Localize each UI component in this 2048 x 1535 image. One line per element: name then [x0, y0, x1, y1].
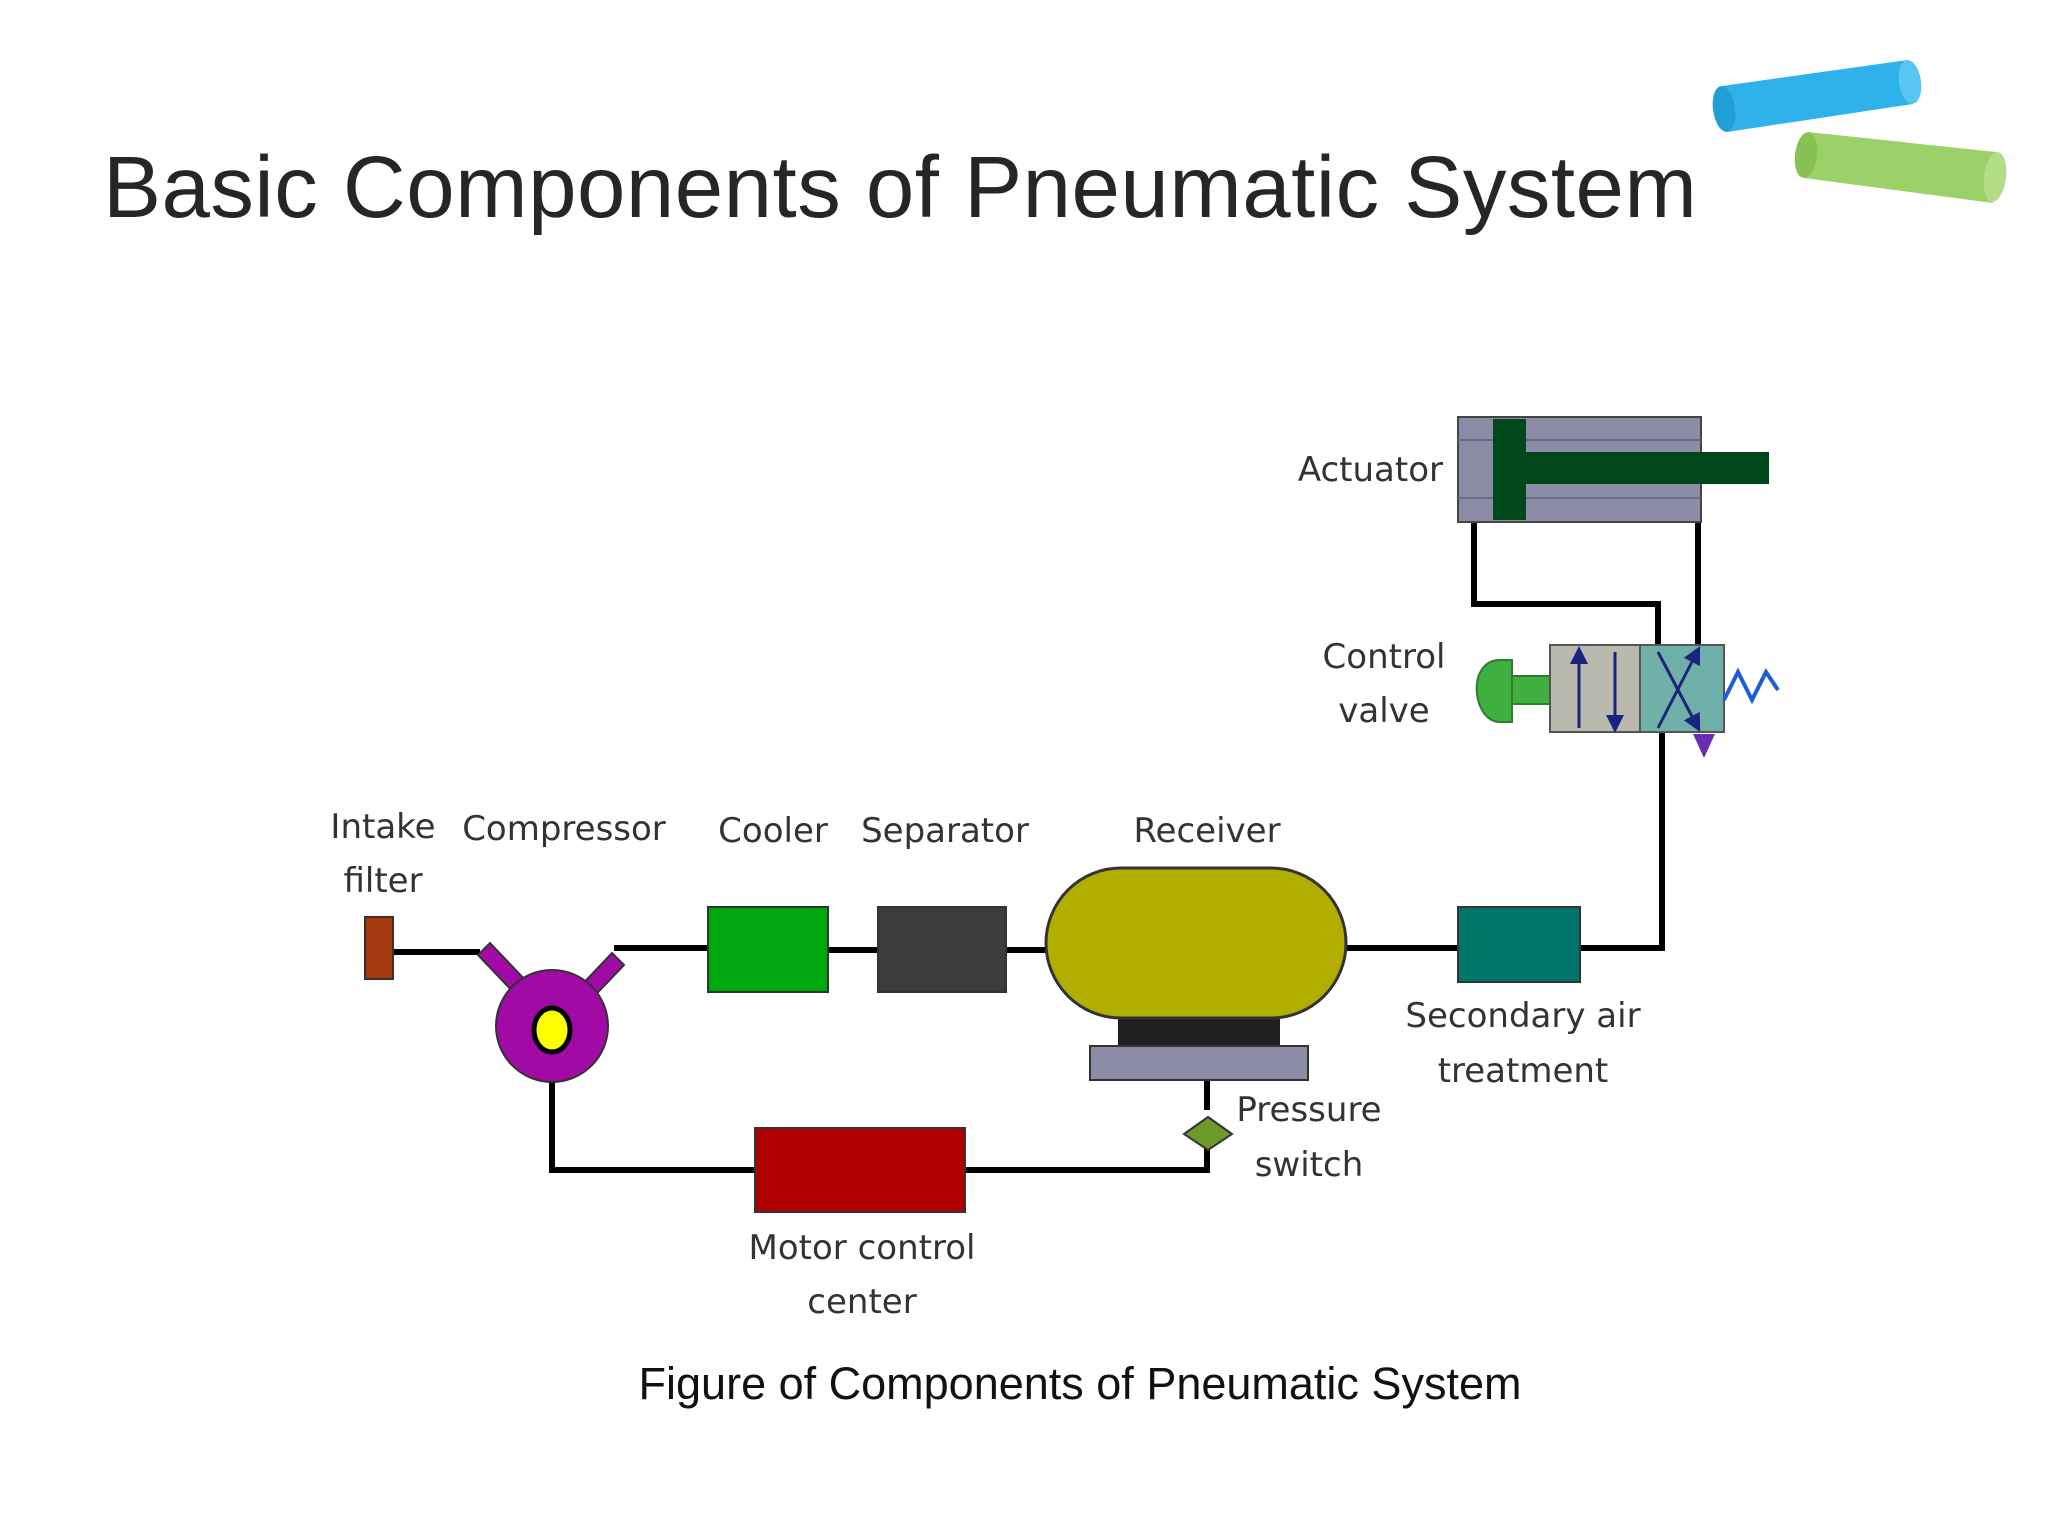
- label-control-valve-line2: valve: [1338, 691, 1429, 731]
- label-motor-control-line2: center: [807, 1282, 916, 1322]
- label-intake-filter-line1: Intake: [330, 807, 435, 847]
- component-labels: Actuator Control valve Intake filter Com…: [330, 450, 1640, 1322]
- receiver-tank: [1044, 866, 1348, 1081]
- label-compressor: Compressor: [462, 809, 666, 849]
- pipe-compressor-motor: [549, 1078, 755, 1173]
- compressor-icon: [476, 941, 626, 1083]
- label-pressure-switch-line1: Pressure: [1236, 1090, 1381, 1130]
- blue-chalk-icon: [1712, 60, 1922, 132]
- label-control-valve-line1: Control: [1323, 637, 1446, 677]
- motor-control-center: [754, 1127, 966, 1213]
- label-actuator: Actuator: [1298, 450, 1443, 490]
- valve-exhaust-icon: [1693, 734, 1715, 758]
- secondary-air-treatment: [1457, 906, 1581, 983]
- label-secondary-line2: treatment: [1438, 1051, 1609, 1091]
- valve-lever-icon: [1475, 659, 1513, 723]
- intake-filter: [364, 916, 394, 980]
- pipe-secondary-valve: [1580, 730, 1665, 951]
- label-secondary-line1: Secondary air: [1405, 996, 1640, 1036]
- slide-title: Basic Components of Pneumatic System: [103, 139, 1698, 236]
- pipe-valve-actuator-left: [1471, 520, 1661, 644]
- separator: [877, 906, 1007, 993]
- actuator-cylinder: [1457, 416, 1769, 523]
- control-valve: [1475, 644, 1780, 758]
- pipe-motor-pressure: [965, 1134, 1210, 1173]
- valve-spring-icon: [1722, 667, 1780, 705]
- label-receiver: Receiver: [1133, 811, 1280, 851]
- cooler: [707, 906, 829, 993]
- label-pressure-switch-line2: switch: [1255, 1145, 1364, 1185]
- label-cooler: Cooler: [718, 811, 828, 851]
- label-motor-control-line1: Motor control: [749, 1228, 976, 1268]
- green-chalk-icon: [1794, 132, 2007, 203]
- pressure-switch-icon: [1182, 1115, 1234, 1152]
- chalk-decoration: [1712, 60, 2007, 203]
- figure-caption: Figure of Components of Pneumatic System: [638, 1358, 1522, 1409]
- label-separator: Separator: [861, 811, 1029, 851]
- label-intake-filter-line2: filter: [343, 861, 422, 901]
